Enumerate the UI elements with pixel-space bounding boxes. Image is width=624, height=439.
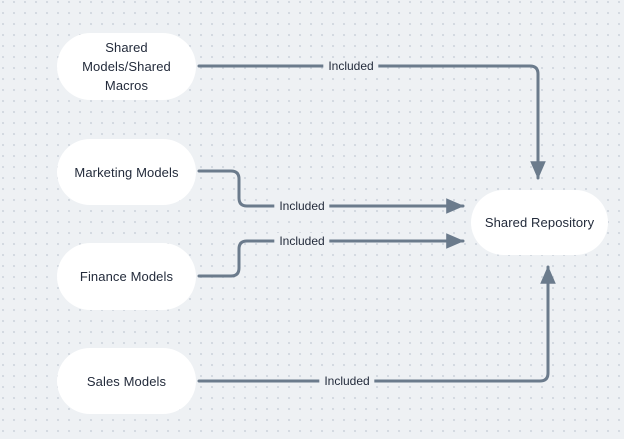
node-shared-repository-label: Shared Repository xyxy=(484,215,595,230)
edge-path-marketing-models xyxy=(197,169,465,214)
node-shared-models-line-3: Macros xyxy=(104,78,149,93)
node-shared-models-line-2: Models/Shared xyxy=(82,59,171,74)
node-shared-models-line-1: Shared xyxy=(105,40,148,55)
edge-label-marketing-models: Included xyxy=(274,198,330,214)
node-shared-repository[interactable]: Shared Repository xyxy=(471,190,608,255)
node-sales-models-label: Sales Models xyxy=(86,373,167,389)
edge-path-shared-models xyxy=(197,64,546,180)
edge-label-shared-models: Included xyxy=(323,58,379,74)
node-shared-models-label: Shared Models/Shared Macros xyxy=(82,38,171,95)
edge-label-sales-models: Included xyxy=(319,373,375,389)
node-finance-models[interactable]: Finance Models xyxy=(57,243,196,310)
edge-label-finance-models: Included xyxy=(274,233,330,249)
node-sales-models[interactable]: Sales Models xyxy=(57,348,196,414)
edge-path-finance-models xyxy=(197,233,465,278)
node-marketing-models-label: Marketing Models xyxy=(74,164,179,180)
node-marketing-models[interactable]: Marketing Models xyxy=(57,139,196,205)
node-shared-models[interactable]: Shared Models/Shared Macros xyxy=(57,33,196,100)
node-finance-models-label: Finance Models xyxy=(79,269,174,284)
edge-path-sales-models xyxy=(197,265,556,383)
